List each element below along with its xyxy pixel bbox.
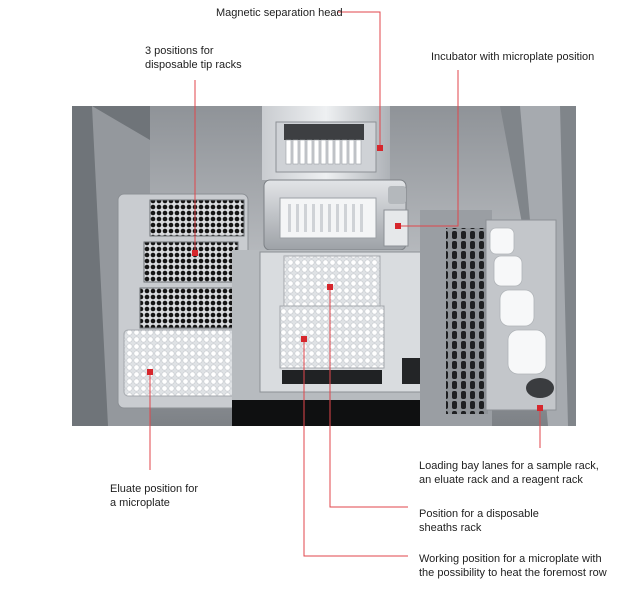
magnetic-head bbox=[262, 106, 390, 180]
label-tip-racks: 3 positions for disposable tip racks bbox=[145, 44, 242, 72]
label-eluate: Eluate position for a microplate bbox=[110, 482, 198, 510]
tip-rack-2 bbox=[143, 241, 239, 283]
tip-rack-1 bbox=[149, 199, 245, 237]
working-microplate bbox=[279, 305, 385, 369]
marker-sheaths bbox=[327, 284, 333, 290]
label-tip-racks-line-2: disposable tip racks bbox=[145, 59, 242, 71]
leader-incubator bbox=[398, 70, 459, 227]
leader-working bbox=[303, 339, 408, 557]
label-eluate-line-1: Eluate position for bbox=[110, 483, 199, 495]
loading-bay bbox=[420, 210, 557, 426]
label-loading-bay-line-2: an eluate rack and a reagent rack bbox=[419, 474, 583, 486]
label-tip-racks-line-1: 3 positions for bbox=[145, 45, 214, 57]
marker-working bbox=[301, 336, 307, 342]
label-sheaths: Position for a disposable sheaths rack bbox=[419, 507, 539, 535]
label-incubator: Incubator with microplate position bbox=[431, 51, 595, 63]
marker-eluate bbox=[147, 369, 153, 375]
marker-loading-bay bbox=[537, 405, 543, 411]
leader-sheaths bbox=[329, 287, 408, 508]
tip-rack-tray bbox=[117, 193, 249, 409]
label-working: Working position for a microplate with t… bbox=[419, 552, 607, 580]
label-loading-bay: Loading bay lanes for a sample rack, an … bbox=[419, 459, 599, 487]
label-loading-bay-line-1: Loading bay lanes for a sample rack, bbox=[419, 460, 599, 472]
label-eluate-line-2: a microplate bbox=[110, 497, 170, 509]
label-sheaths-line-2: sheaths rack bbox=[419, 522, 482, 534]
label-sheaths-line-1: Position for a disposable bbox=[419, 508, 539, 520]
marker-incubator bbox=[395, 223, 401, 229]
label-magnetic-head: Magnetic separation head bbox=[216, 7, 343, 19]
marker-magnetic-head bbox=[377, 145, 383, 151]
incubator bbox=[263, 179, 409, 251]
leader-magnetic-head bbox=[338, 11, 381, 148]
label-working-line-2: the possibility to heat the foremost row bbox=[419, 567, 607, 579]
label-working-line-1: Working position for a microplate with bbox=[419, 553, 602, 565]
marker-tip-racks bbox=[192, 250, 198, 256]
